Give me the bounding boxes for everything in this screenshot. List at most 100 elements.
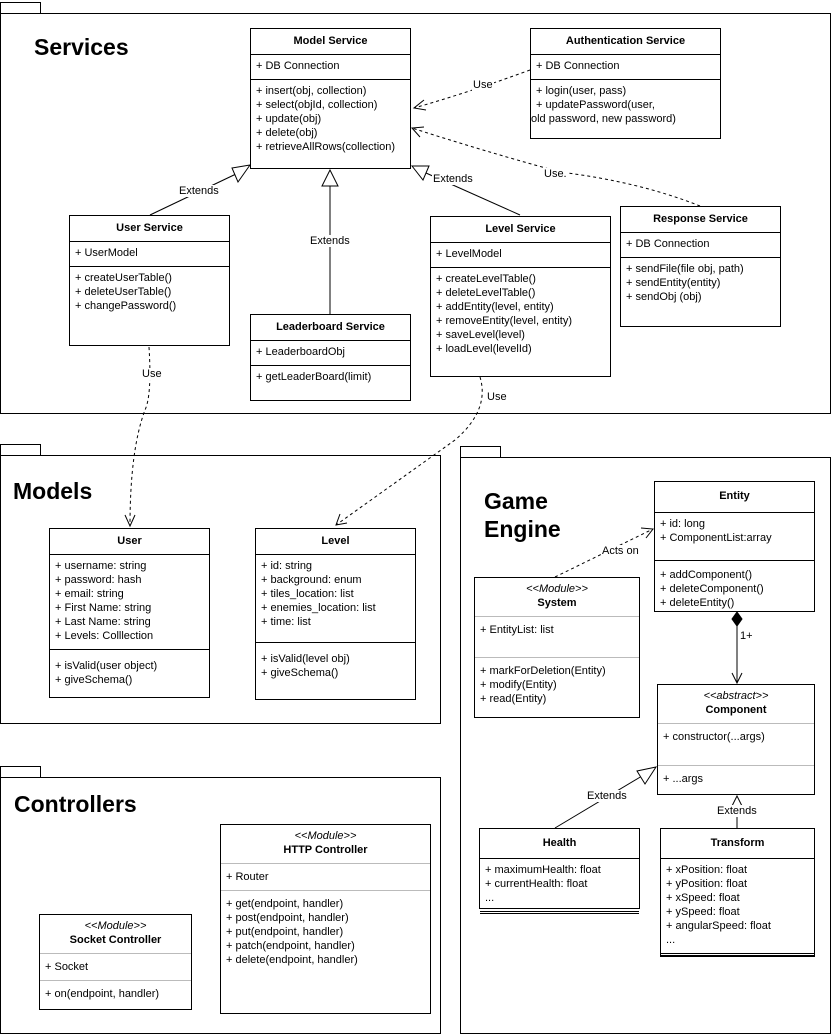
attribute: + yPosition: float: [666, 878, 748, 890]
model-service-class[interactable]: Model Service + DB Connection + insert(o…: [250, 28, 411, 169]
attribute: + tiles_location: list: [261, 588, 354, 600]
level-model-name: Level: [256, 529, 415, 555]
level-service-extends-label: Extends: [432, 173, 474, 185]
method: + addComponent(): [660, 569, 753, 581]
user-model-methods: + isValid(user object) + giveSchema(): [50, 650, 209, 693]
method: + login(user, pass): [536, 85, 627, 97]
method: + sendObj (obj): [626, 291, 702, 303]
entity-class[interactable]: Entity + id: long + ComponentList:array …: [654, 481, 815, 612]
response-service-attributes: + DB Connection: [621, 233, 780, 258]
component-methods: + ...args: [658, 766, 814, 792]
level-service-class[interactable]: Level Service + LevelModel + createLevel…: [430, 216, 611, 377]
method: + patch(endpoint, handler): [226, 940, 355, 952]
method: + createUserTable(): [75, 272, 172, 284]
socket-controller-class[interactable]: <<Module>> Socket Controller + Socket + …: [39, 914, 192, 1010]
game-engine-package-tab: [460, 446, 501, 457]
system-stereotype: <<Module>>: [526, 583, 588, 595]
method: + createLevelTable(): [436, 273, 536, 285]
models-package-title: Models: [13, 478, 93, 504]
attribute: + Levels: Colllection: [55, 630, 154, 642]
auth-use-label: Use: [472, 79, 494, 91]
method: + sendFile(file obj, path): [626, 263, 744, 275]
method: + changePassword(): [75, 300, 177, 312]
authentication-service-methods: + login(user, pass) + updatePassword(use…: [531, 80, 720, 132]
method: + modify(Entity): [480, 679, 557, 691]
transform-extends-label: Extends: [716, 805, 758, 817]
system-class[interactable]: <<Module>> System + EntityList: list + m…: [474, 577, 640, 718]
socket-controller-name: Socket Controller: [69, 934, 162, 946]
attribute: + LevelModel: [436, 248, 502, 260]
attribute: + DB Connection: [256, 60, 340, 72]
method: + updatePassword(user,: [536, 99, 655, 111]
attribute: + DB Connection: [536, 60, 620, 72]
response-service-name: Response Service: [621, 207, 780, 233]
user-service-extends-label: Extends: [178, 185, 220, 197]
model-service-attributes: + DB Connection: [251, 55, 410, 80]
http-controller-header: <<Module>> HTTP Controller: [221, 825, 430, 864]
user-service-class[interactable]: User Service + UserModel + createUserTab…: [69, 215, 230, 346]
services-package-tab: [0, 2, 41, 13]
attribute: + ySpeed: float: [666, 906, 740, 918]
attribute: ...: [485, 892, 495, 904]
attribute: + LeaderboardObj: [256, 346, 345, 358]
user-model-class[interactable]: User + username: string + password: hash…: [49, 528, 210, 698]
attribute: + maximumHealth: float: [485, 864, 601, 876]
level-service-methods: + createLevelTable() + deleteLevelTable(…: [431, 268, 610, 362]
leaderboard-service-class[interactable]: Leaderboard Service + LeaderboardObj + g…: [250, 314, 411, 401]
socket-controller-methods: + on(endpoint, handler): [40, 981, 191, 1007]
authentication-service-class[interactable]: Authentication Service + DB Connection +…: [530, 28, 721, 139]
method: + select(objId, collection): [256, 99, 378, 111]
authentication-service-name: Authentication Service: [531, 29, 720, 55]
attribute: + First Name: string: [55, 602, 152, 614]
method: + loadLevel(levelId): [436, 343, 532, 355]
attribute: + DB Connection: [626, 238, 710, 250]
attribute: ...: [666, 934, 676, 946]
level-model-class[interactable]: Level + id: string + background: enum + …: [255, 528, 416, 700]
attribute: + constructor(...args): [663, 731, 765, 743]
method: + removeEntity(level, entity): [436, 315, 573, 327]
method: old password, new password): [531, 113, 676, 125]
acts-on-label: Acts on: [601, 545, 640, 557]
method: + on(endpoint, handler): [45, 988, 160, 1000]
method: + update(obj): [256, 113, 322, 125]
method: + delete(obj): [256, 127, 318, 139]
method: + addEntity(level, entity): [436, 301, 554, 313]
component-name: Component: [705, 704, 767, 716]
entity-name: Entity: [655, 482, 814, 513]
response-service-methods: + sendFile(file obj, path) + sendEntity(…: [621, 258, 780, 310]
system-attributes: + EntityList: list: [475, 617, 639, 658]
authentication-service-attributes: + DB Connection: [531, 55, 720, 80]
health-name: Health: [480, 829, 639, 859]
attribute: + currentHealth: float: [485, 878, 588, 890]
http-controller-class[interactable]: <<Module>> HTTP Controller + Router + ge…: [220, 824, 431, 1014]
http-controller-attributes: + Router: [221, 864, 430, 891]
component-class[interactable]: <<abstract>> Component + constructor(...…: [657, 684, 815, 795]
transform-attributes: + xPosition: float + yPosition: float + …: [661, 859, 814, 956]
method: + getLeaderBoard(limit): [256, 371, 372, 383]
health-class[interactable]: Health + maximumHealth: float + currentH…: [479, 828, 640, 914]
system-header: <<Module>> System: [475, 578, 639, 617]
method: + sendEntity(entity): [626, 277, 721, 289]
attribute: + username: string: [55, 560, 147, 572]
attribute: + xSpeed: float: [666, 892, 740, 904]
method: + ...args: [663, 773, 704, 785]
socket-controller-stereotype: <<Module>>: [84, 920, 147, 932]
component-attributes: + constructor(...args): [658, 724, 814, 766]
attribute: + background: enum: [261, 574, 362, 586]
user-service-use-label: Use: [141, 368, 163, 380]
attribute: + password: hash: [55, 574, 142, 586]
socket-controller-header: <<Module>> Socket Controller: [40, 915, 191, 954]
controllers-package-tab: [0, 766, 41, 777]
leaderboard-service-attributes: + LeaderboardObj: [251, 341, 410, 366]
method: + markForDeletion(Entity): [480, 665, 606, 677]
user-service-attributes: + UserModel: [70, 242, 229, 267]
attribute: + Router: [226, 871, 269, 883]
response-service-class[interactable]: Response Service + DB Connection + sendF…: [620, 206, 781, 327]
leaderboard-extends-label: Extends: [309, 235, 351, 247]
transform-name: Transform: [661, 829, 814, 859]
attribute: + id: string: [261, 560, 313, 572]
transform-class[interactable]: Transform + xPosition: float + yPosition…: [660, 828, 815, 957]
user-service-name: User Service: [70, 216, 229, 242]
method: + giveSchema(): [261, 667, 339, 679]
leaderboard-service-methods: + getLeaderBoard(limit): [251, 366, 410, 390]
